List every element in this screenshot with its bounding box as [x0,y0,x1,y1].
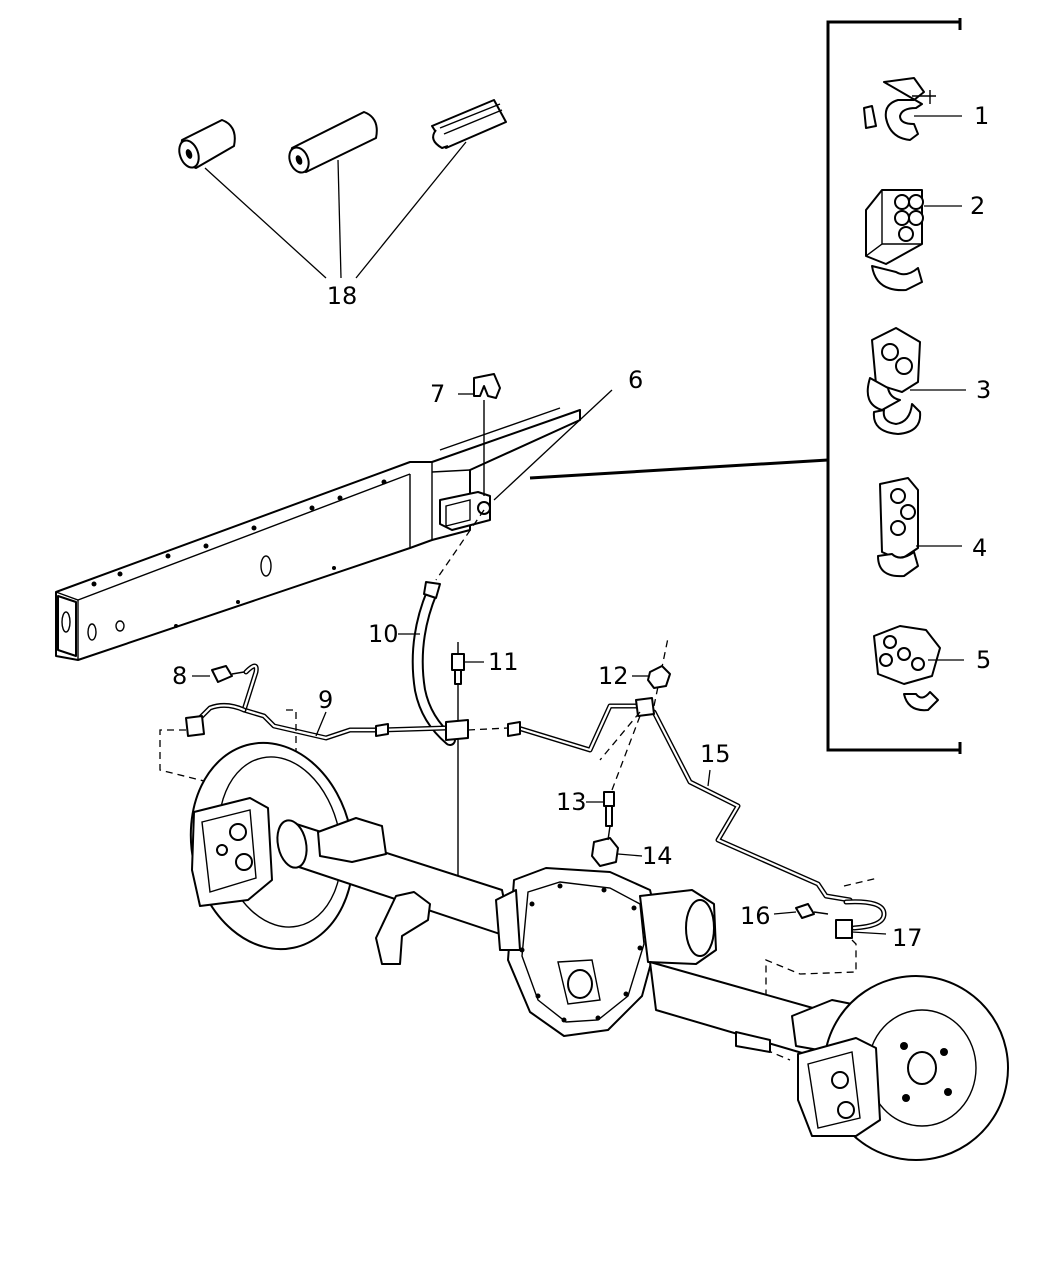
clip-2: 2 [865,189,985,292]
callout-15: 15 [700,740,731,768]
callout-4: 4 [972,534,987,562]
callout-8: 8 [172,662,187,690]
part-12-nut: 12 [598,662,671,690]
callout-12: 12 [598,662,629,690]
part-17-hose: 17 [765,877,923,1061]
part-7-clip: 7 [430,373,501,496]
part-11-fitting: 11 [451,642,519,878]
callout-3: 3 [976,376,991,404]
split-sleeve [431,99,507,149]
part-15-brake-line: 15 [507,637,853,903]
callout-13: 13 [556,788,587,816]
callout-10: 10 [368,620,399,648]
bushings-group: 18 [178,99,507,310]
part-16-bolt: 16 [740,902,829,930]
part-10-hose: 10 [368,509,485,746]
part-13-fitting: 13 [556,715,641,827]
callout-9: 9 [318,686,333,714]
callout-5: 5 [976,646,991,674]
rear-axle-assembly [189,741,1009,1161]
callout-17: 17 [892,924,923,952]
tee-junction [445,719,509,741]
clip-1: 1 [863,77,989,141]
part-14-junction: 14 [591,825,673,870]
callout-2: 2 [970,192,985,220]
part-8-bolt: 8 [172,662,245,690]
callout-11: 11 [488,648,519,676]
clip-5: 5 [873,625,991,712]
bushing-long [288,111,378,174]
frame-rail: 6 [55,366,643,661]
callout-6: 6 [628,366,643,394]
callout-18: 18 [327,282,358,310]
bushing-short [178,119,236,169]
panel-leader [529,458,829,480]
part-9-brake-line: 9 [159,663,449,812]
callout-16: 16 [740,902,771,930]
clip-panel: 1 2 3 [529,18,991,754]
callout-1: 1 [974,102,989,130]
callout-14: 14 [642,842,673,870]
callout-7: 7 [430,380,445,408]
clip-3: 3 [866,327,991,435]
clip-4: 4 [877,477,987,578]
